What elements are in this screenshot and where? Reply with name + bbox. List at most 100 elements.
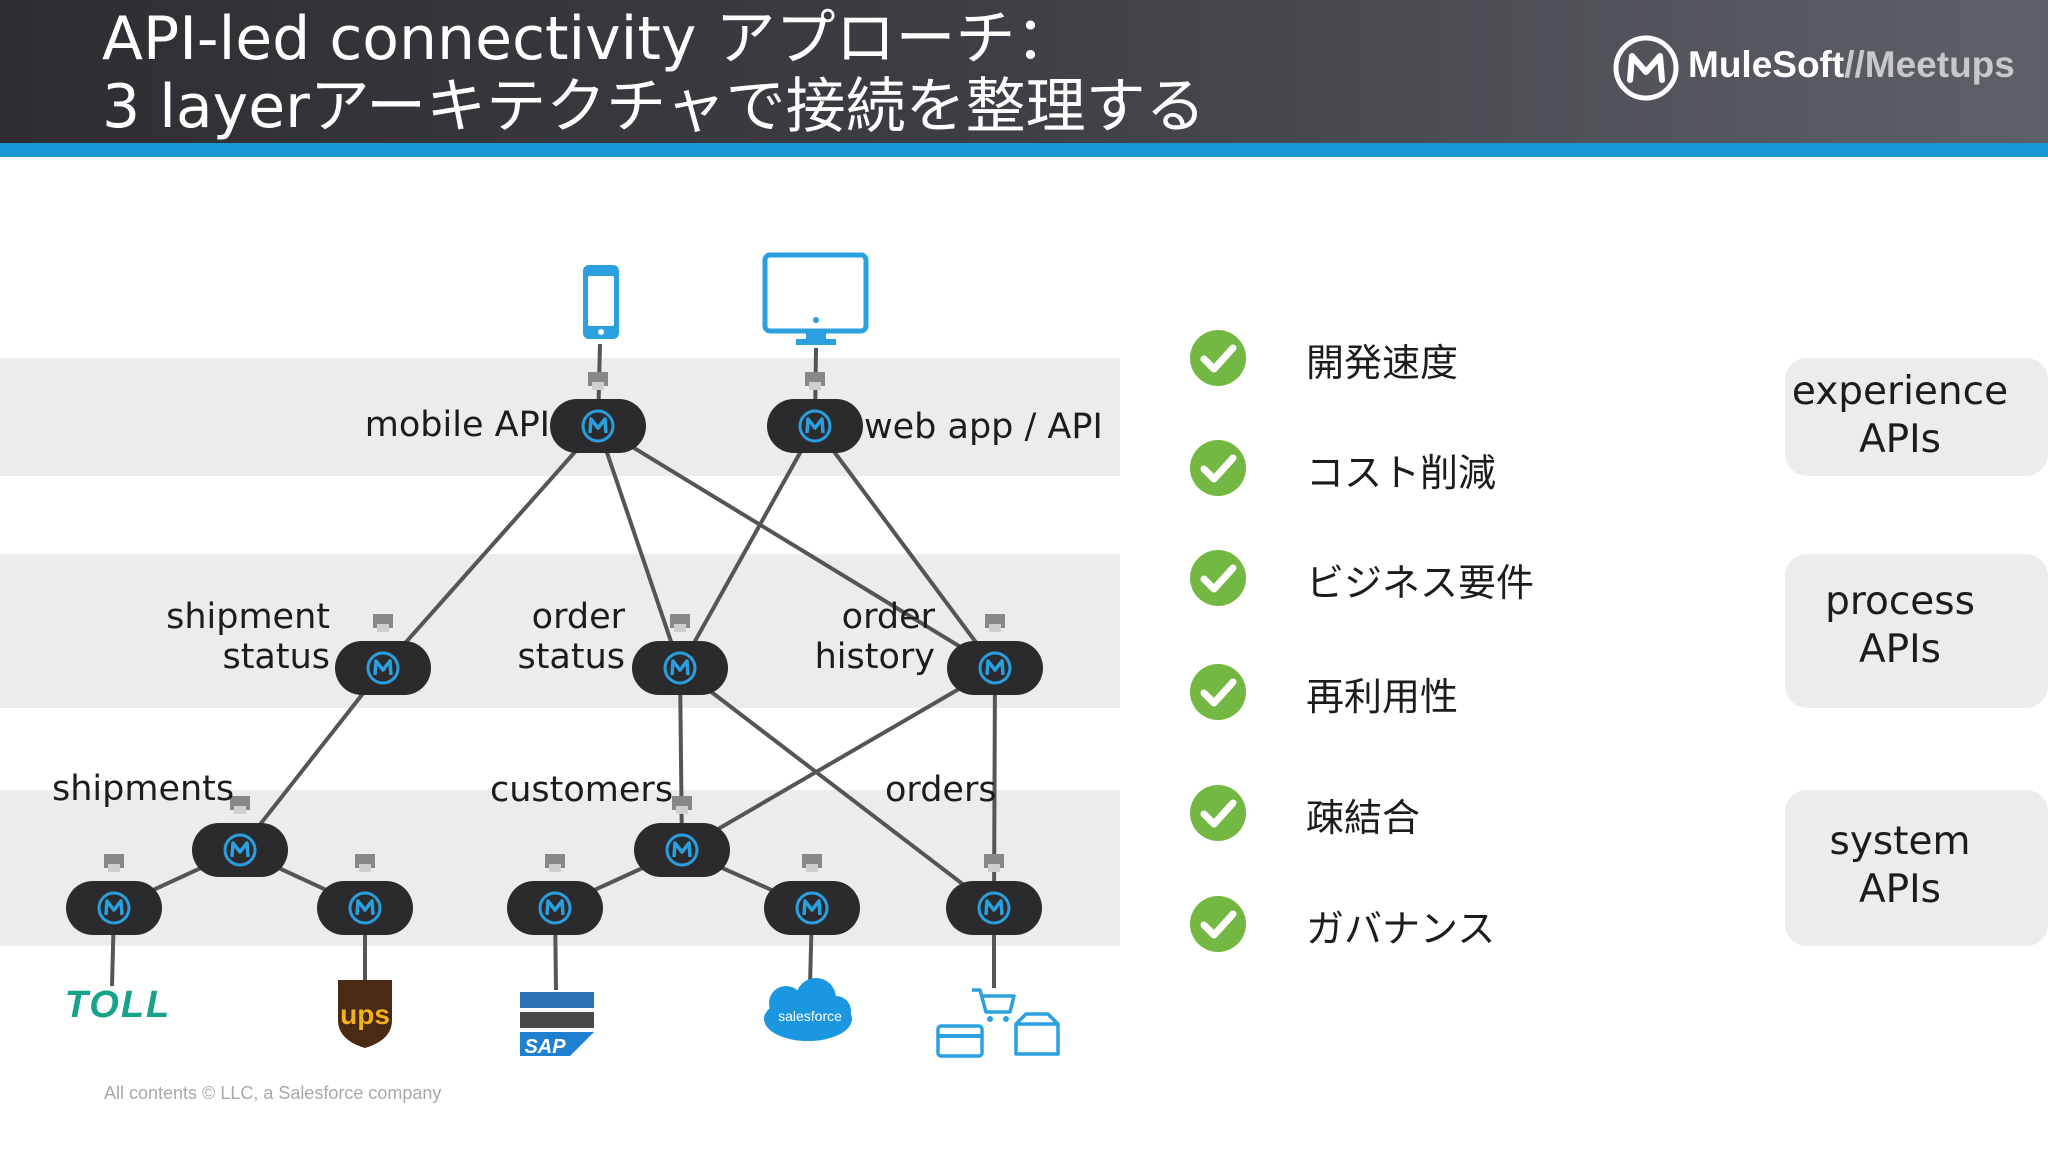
mule-icon — [366, 651, 400, 685]
api-node-order-status — [632, 614, 728, 695]
header-accent-stripe — [0, 143, 2048, 157]
node-label-line: web app / API — [864, 407, 1103, 447]
layer-label-process: process APIs — [1785, 578, 2015, 674]
mule-m-glyph — [373, 659, 393, 676]
node-label-orders: orders — [885, 770, 997, 810]
smartphone-icon — [583, 265, 619, 339]
feature-label: ビジネス要件 — [1306, 561, 1535, 605]
feature-label: ガバナンス — [1306, 907, 1496, 951]
sap-text: SAP — [524, 1036, 566, 1058]
ups-logo: ups — [338, 980, 392, 1048]
feature-label: 開発速度 — [1306, 341, 1459, 385]
sap-bar-top — [520, 992, 594, 1008]
node-port-cap — [806, 864, 818, 872]
node-port-cap — [809, 382, 821, 390]
sap-badge — [520, 1032, 594, 1056]
api-node-salesforce-connector — [764, 854, 860, 935]
ups-shield — [338, 980, 392, 1048]
smartphone-button — [598, 329, 604, 335]
check-icon — [1190, 550, 1246, 606]
feature-label: 再利用性 — [1306, 675, 1459, 719]
mule-m-glyph — [545, 899, 565, 916]
layer-label-line: APIs — [1858, 417, 1942, 462]
header-bar: API-led connectivity アプローチ： 3 layerアーキテク… — [0, 0, 2048, 143]
desktop-monitor-icon — [762, 252, 869, 345]
layer-label-line: APIs — [1858, 867, 1942, 912]
layer-band-label-process — [1785, 554, 2048, 708]
node-label-line: order — [842, 597, 936, 637]
check-icon — [1190, 896, 1246, 952]
api-node-shipments — [192, 796, 288, 877]
connection-line — [680, 666, 997, 852]
connection-line — [596, 424, 997, 670]
mule-icon — [977, 891, 1011, 925]
node-label-line: history — [815, 637, 935, 677]
mule-icon — [97, 891, 131, 925]
api-node-web-app-api — [767, 372, 863, 453]
mulesoft-meetups-logo: MuleSoft//Meetups — [1612, 34, 2015, 104]
shopping-cart-icon — [936, 988, 1060, 1058]
mule-m-glyph — [805, 417, 825, 434]
cart-wheel — [1003, 1016, 1009, 1022]
brand-name: MuleSoft — [1688, 44, 1845, 85]
node-label-customers: customers — [490, 770, 673, 810]
monitor-stand — [796, 339, 836, 345]
node-label-web-app-api: web app / API — [864, 407, 1103, 447]
mule-m-glyph — [104, 899, 124, 916]
node-port-cap — [988, 864, 1000, 872]
node-port-cap — [674, 624, 686, 632]
layer-label-system: system APIs — [1785, 818, 2015, 914]
mule-m-glyph — [230, 841, 250, 858]
check-icon — [1190, 664, 1246, 720]
mule-icon — [663, 651, 697, 685]
feature-label: コスト削減 — [1306, 451, 1497, 495]
layer-label-line: experience — [1791, 369, 2009, 414]
brand-separator: // — [1844, 44, 1865, 85]
mule-icon — [665, 833, 699, 867]
api-node-shipment-status — [335, 614, 431, 695]
mule-icon — [798, 409, 832, 443]
layer-label-line: process — [1825, 579, 1975, 624]
api-node-ups-connector — [317, 854, 413, 935]
api-node-customers — [634, 796, 730, 877]
node-label-shipments: shipments — [52, 769, 234, 809]
salesforce-logo: salesforce — [764, 978, 852, 1041]
connection-line — [678, 425, 817, 669]
mule-m-glyph — [588, 417, 608, 434]
mule-icon — [581, 409, 615, 443]
smartphone-screen — [588, 276, 614, 326]
node-port-cap — [359, 864, 371, 872]
node-label-line: shipment — [166, 597, 330, 637]
node-label-line: customers — [490, 770, 673, 810]
mule-m-glyph — [985, 659, 1005, 676]
layer-label-line: system — [1829, 819, 1971, 864]
sap-logo: SAP — [520, 992, 594, 1058]
check-icon — [1190, 440, 1246, 496]
connection-line — [238, 666, 385, 852]
layer-band-label-system — [1785, 790, 2048, 946]
node-label-line: status — [517, 637, 625, 677]
layer-band-label-experience — [1785, 358, 2048, 476]
brand-wordmark: MuleSoft//Meetups — [1688, 44, 2015, 86]
check-icon — [1190, 785, 1246, 841]
node-label-mobile-api: mobile API — [365, 405, 550, 445]
node-port-cap — [989, 624, 1001, 632]
salesforce-cloud-puff — [769, 986, 803, 1020]
api-node-sap-connector — [507, 854, 603, 935]
connection-line — [678, 667, 684, 851]
node-label-line: orders — [885, 770, 997, 810]
slide-title-line1: API-led connectivity アプローチ： — [102, 4, 1076, 74]
connection-line — [596, 425, 682, 669]
sap-bar-mid — [520, 1012, 594, 1028]
salesforce-cloud-puff — [821, 996, 851, 1026]
node-port-cap — [234, 806, 246, 814]
ups-text: ups — [340, 999, 390, 1030]
feature-label: 疎結合 — [1306, 796, 1421, 840]
node-port-cap — [377, 624, 389, 632]
mule-m-glyph — [802, 899, 822, 916]
mule-icon — [223, 833, 257, 867]
node-label-line: mobile API — [365, 405, 550, 445]
